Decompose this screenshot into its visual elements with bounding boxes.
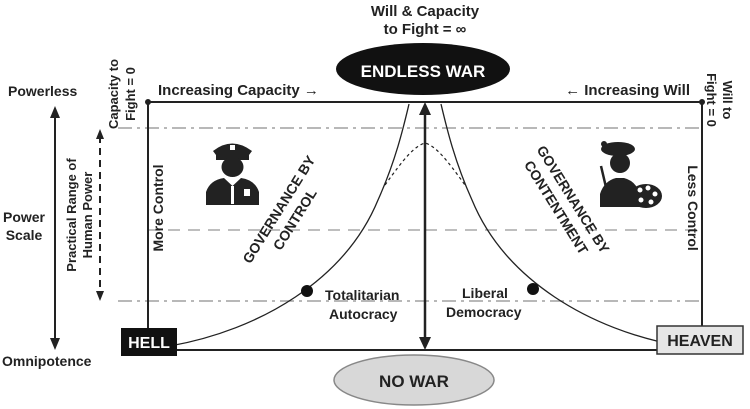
heaven-label: HEAVEN xyxy=(667,333,733,350)
increasing-capacity-label: Increasing Capacity → xyxy=(158,82,319,99)
top-label-line2: to Fight = ∞ xyxy=(384,21,467,38)
liberal-label-1: Liberal xyxy=(462,285,508,301)
center-arrow-up xyxy=(419,102,431,115)
totalitarian-point xyxy=(301,285,313,297)
no-war-ellipse xyxy=(333,354,495,406)
power-scale-label-2: Scale xyxy=(6,227,43,243)
capacity-zero-label-2: Fight = 0 xyxy=(123,67,138,121)
control-curve xyxy=(169,103,410,347)
contentment-curve xyxy=(440,103,681,347)
police-officer-icon xyxy=(206,143,259,205)
endless-war-ellipse xyxy=(336,43,510,95)
center-arrow-down xyxy=(419,337,431,350)
artist-palette-icon xyxy=(599,141,662,208)
will-zero-label-2: Fight = 0 xyxy=(704,73,719,127)
top-label-line1: Will & Capacity xyxy=(371,3,480,20)
omnipotence-label: Omnipotence xyxy=(2,353,92,369)
power-scale-label-1: Power xyxy=(3,209,46,225)
totalitarian-label-1: Totalitarian xyxy=(325,287,399,303)
practical-range-arrow-down xyxy=(96,291,104,301)
practical-range-label-2: Human Power xyxy=(80,172,95,259)
hell-label: HELL xyxy=(128,335,170,352)
practical-range-arrow-up xyxy=(96,129,104,139)
heaven-box xyxy=(656,325,744,355)
less-control-label: Less Control xyxy=(685,165,701,251)
practical-range-label-1: Practical Range of xyxy=(64,158,79,272)
increasing-will-label: ← Increasing Will xyxy=(565,82,690,99)
power-scale-arrow-down xyxy=(50,338,60,350)
liberal-label-2: Democracy xyxy=(446,304,522,320)
capacity-zero-label-1: Capacity to xyxy=(106,59,121,129)
totalitarian-label-2: Autocracy xyxy=(329,306,398,322)
hell-box xyxy=(121,328,177,356)
endless-war-label: ENDLESS WAR xyxy=(361,62,486,81)
will-zero-label-1: Will to xyxy=(720,81,735,120)
no-war-label: NO WAR xyxy=(379,372,449,391)
power-scale-arrow-up xyxy=(50,106,60,118)
liberal-point xyxy=(527,283,539,295)
powerless-label: Powerless xyxy=(8,83,77,99)
more-control-label: More Control xyxy=(150,164,166,251)
